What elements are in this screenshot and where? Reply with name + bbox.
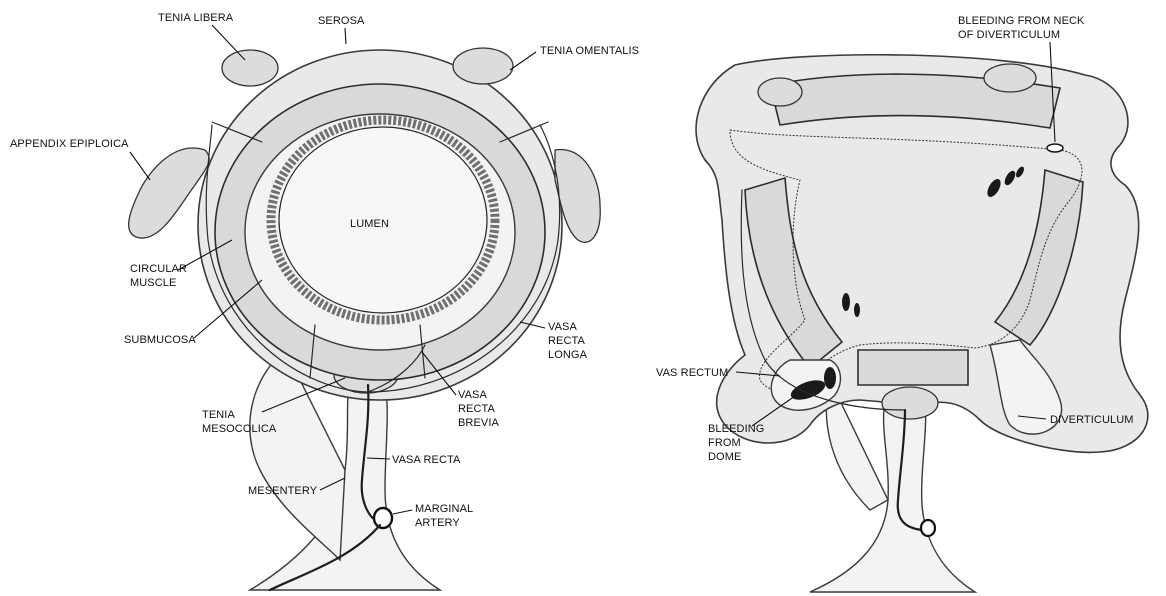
- right-tenia-mesocolica: [882, 387, 938, 419]
- right-bottom-muscle: [858, 350, 968, 385]
- leader-appendix-epiploica: [130, 152, 150, 180]
- marginal-artery-drawing: [374, 508, 392, 528]
- label-submucosa: SUBMUCOSA: [124, 334, 196, 346]
- blood-drop: [854, 303, 860, 317]
- leader-marginal-artery: [393, 510, 412, 514]
- label-vasa-recta: VASA RECTA: [392, 454, 461, 466]
- label-marginal-artery-1: MARGINAL: [415, 503, 473, 515]
- label-circular-muscle-1: CIRCULAR: [130, 263, 187, 275]
- label-tenia-mesocolica-1: TENIA: [202, 409, 235, 421]
- leader-tenia-libera: [212, 25, 245, 60]
- label-bleeding-neck-2: OF DIVERTICULUM: [958, 29, 1060, 41]
- label-mesentery: MESENTERY: [248, 485, 318, 497]
- tenia-omentalis-drawing: [453, 48, 513, 84]
- blood-drop: [842, 293, 850, 311]
- blood-drop: [824, 367, 836, 389]
- label-vasa-recta-longa-3: LONGA: [548, 349, 588, 361]
- label-tenia-mesocolica-2: MESOCOLICA: [202, 423, 277, 435]
- right-tenia-libera: [758, 78, 802, 106]
- label-circular-muscle-2: MUSCLE: [130, 277, 176, 289]
- label-diverticulum: DIVERTICULUM: [1050, 414, 1134, 426]
- label-bleeding-dome-2: FROM: [708, 437, 741, 449]
- tenia-libera-drawing: [222, 50, 278, 86]
- label-appendix-epiploica: APPENDIX EPIPLOICA: [10, 138, 129, 150]
- right-tenia-omentalis: [984, 64, 1036, 92]
- label-tenia-libera: TENIA LIBERA: [158, 12, 234, 24]
- diverticulum-neck-vessel: [1047, 144, 1063, 152]
- leader-serosa: [345, 28, 346, 44]
- label-marginal-artery-2: ARTERY: [415, 517, 460, 529]
- label-vasa-recta-longa-2: RECTA: [548, 335, 586, 347]
- leader-tenia-omentalis: [510, 52, 536, 70]
- label-serosa: SEROSA: [318, 15, 365, 27]
- label-vasa-recta-brevia-2: RECTA: [458, 403, 496, 415]
- label-vas-rectum: VAS RECTUM: [656, 367, 728, 379]
- label-vasa-recta-brevia-3: BREVIA: [458, 417, 500, 429]
- label-tenia-omentalis: TENIA OMENTALIS: [540, 45, 639, 57]
- label-bleeding-dome-1: BLEEDING: [708, 423, 764, 435]
- left-colon-cross-section: [129, 48, 601, 590]
- appendix-epiploica-left: [129, 148, 210, 238]
- right-marginal-artery: [921, 520, 935, 536]
- label-lumen: LUMEN: [350, 218, 389, 230]
- label-vasa-recta-longa-1: VASA: [548, 321, 577, 333]
- label-bleeding-neck-1: BLEEDING FROM NECK: [958, 15, 1085, 27]
- right-colon-cross-section: [696, 55, 1148, 592]
- label-bleeding-dome-3: DOME: [708, 451, 741, 463]
- label-vasa-recta-brevia-1: VASA: [458, 389, 487, 401]
